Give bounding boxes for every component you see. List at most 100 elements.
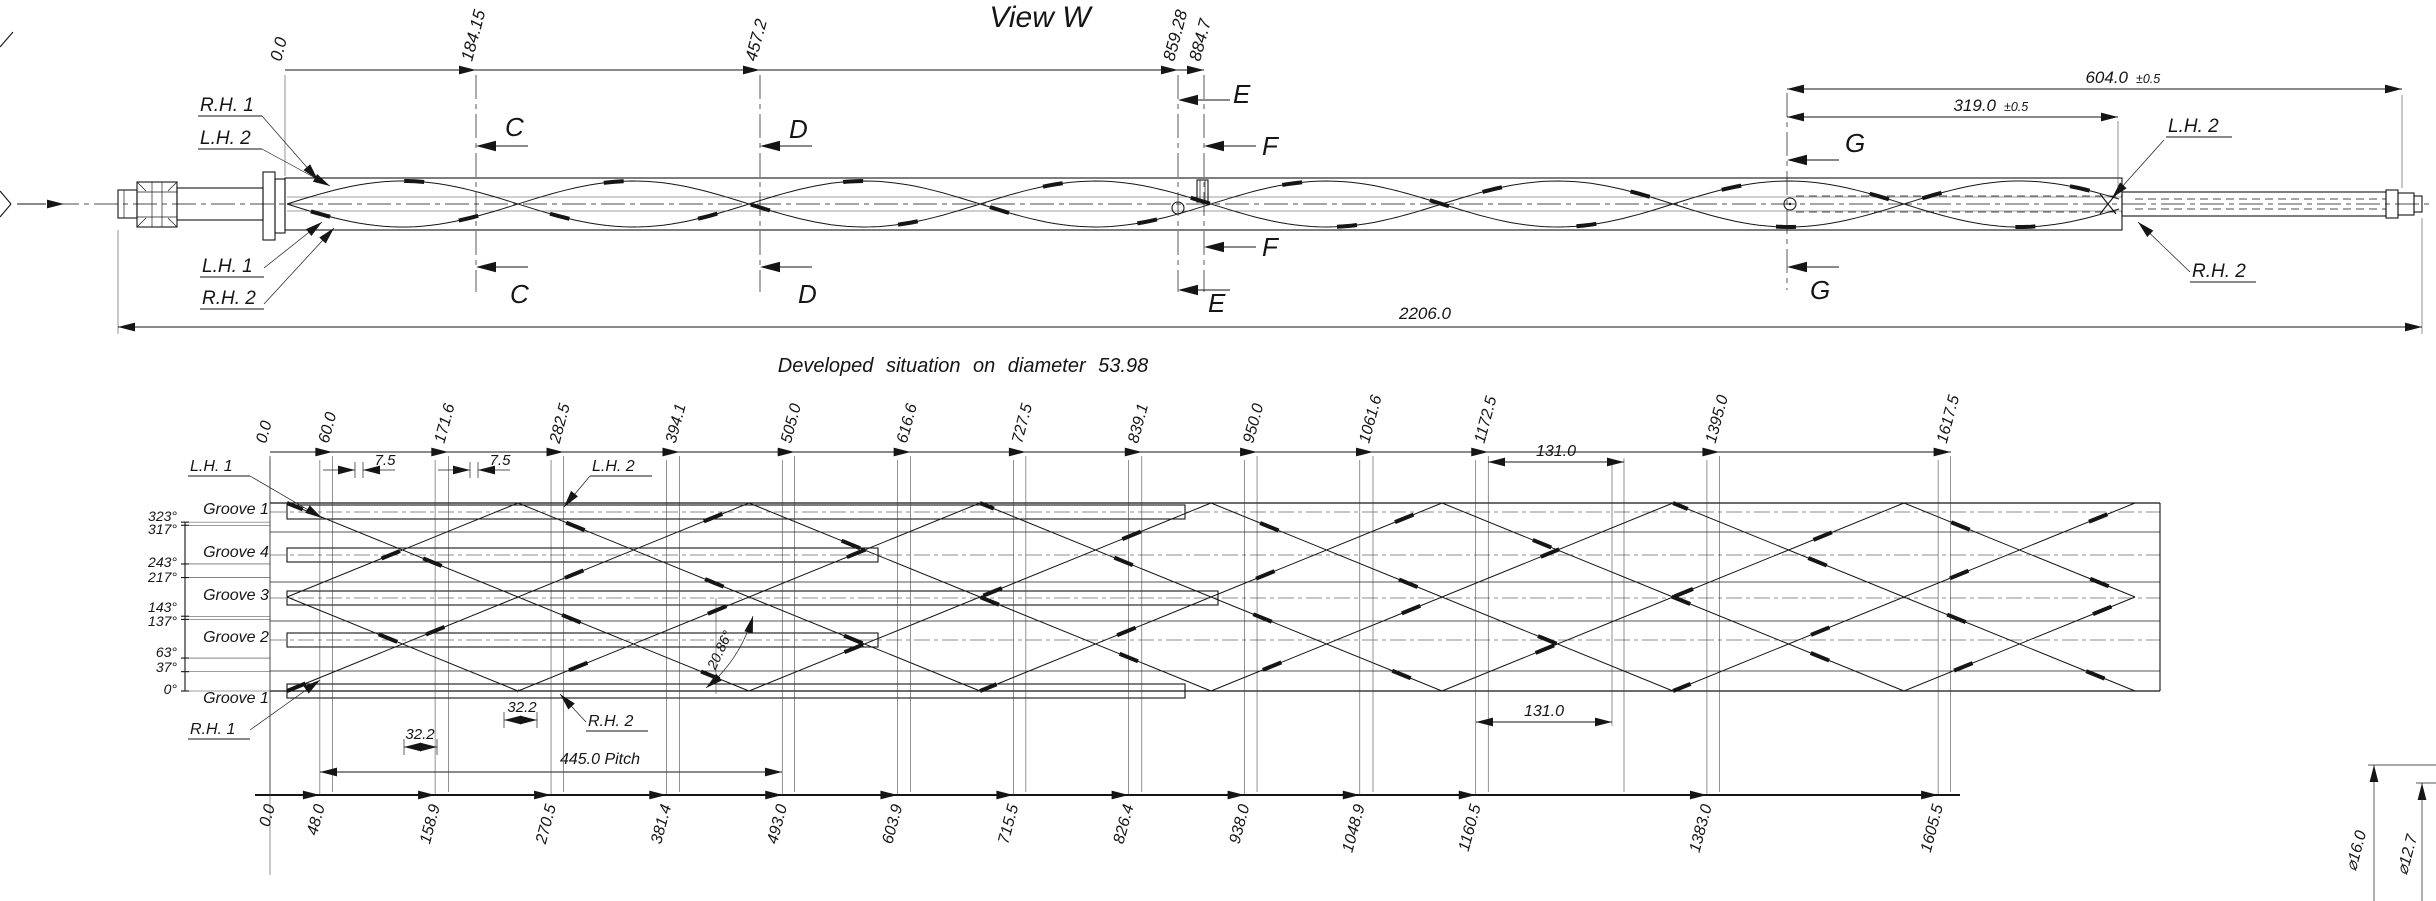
angle-label: 217° xyxy=(147,569,177,585)
helix-development-line xyxy=(286,596,519,692)
dim-604-tolerance: ±0.5 xyxy=(2136,72,2160,86)
section-letter-D: D xyxy=(789,114,808,144)
section-arrow xyxy=(476,140,496,152)
helix-development-line xyxy=(979,502,1443,692)
dim-end-arrow xyxy=(1787,84,1804,94)
dim-tick-arrow xyxy=(996,790,1014,800)
angle-label: 63° xyxy=(156,644,178,660)
dim-32-2-label: 32.2 xyxy=(405,726,435,743)
section-letter-F-bottom: F xyxy=(1262,232,1280,262)
dim-tick-arrow xyxy=(1161,65,1178,75)
dim-tick-arrow xyxy=(880,790,898,800)
helix-development-line xyxy=(286,502,750,692)
dim-end-arrow xyxy=(404,742,421,752)
groove-label: Groove 2 xyxy=(203,629,269,646)
label-right-rh2: R.H. 2 xyxy=(2192,261,2246,282)
view-w-drawing: View W xyxy=(0,1,2430,334)
dim-tick-arrow xyxy=(546,447,564,457)
dev-label-lh1: L.H. 1 xyxy=(190,458,233,475)
leader-arrow xyxy=(303,680,320,694)
groove-slot-2 xyxy=(286,632,879,648)
helix-development-line xyxy=(1210,502,1674,692)
dim-tick-arrow xyxy=(1471,447,1489,457)
dim-tick-arrow xyxy=(1933,447,1951,457)
angle-arc-arrow xyxy=(706,673,722,688)
section-arrow xyxy=(1178,94,1198,106)
dim-end-arrow xyxy=(420,742,437,752)
leader-arrow xyxy=(319,228,334,244)
dim-tick-arrow xyxy=(1921,790,1939,800)
generated-top-view xyxy=(47,65,2422,332)
dim-end-arrow xyxy=(118,322,135,332)
dim-tick-arrow xyxy=(1702,447,1720,457)
dim-outside-arrow xyxy=(478,465,495,475)
groove-label: Groove 1 xyxy=(203,501,269,518)
section-letter-E-bottom: E xyxy=(1208,288,1226,318)
dev-label-rh1: R.H. 1 xyxy=(190,721,235,738)
dev-label-rh2: R.H. 2 xyxy=(588,713,633,730)
label-rh2: R.H. 2 xyxy=(202,288,256,309)
dev-bottom-tick-label: 0.0 xyxy=(257,803,279,829)
angle-label: 37° xyxy=(156,659,178,675)
section-arrow xyxy=(476,261,496,273)
label-rh1: R.H. 1 xyxy=(200,95,254,116)
dim-tick-arrow xyxy=(649,790,667,800)
dim-end-arrow xyxy=(320,767,337,777)
leader-arrow xyxy=(312,174,330,186)
leader-arrow xyxy=(560,694,575,710)
section-letter-D-bottom: D xyxy=(798,279,817,309)
helix-development-hatch xyxy=(1903,501,2136,599)
edge-cut-letter xyxy=(0,203,12,218)
dim-tick-arrow xyxy=(1356,447,1374,457)
helix-development-line xyxy=(517,502,981,692)
dia-arrow xyxy=(2369,765,2379,782)
angle-label: 143° xyxy=(148,599,177,615)
section-arrow xyxy=(760,261,780,273)
hole-center xyxy=(1788,202,1792,206)
groove-label: Groove 1 xyxy=(203,690,269,707)
dim-end-arrow xyxy=(1476,717,1493,727)
spline-chamfer xyxy=(167,181,178,192)
dim-end-arrow xyxy=(2101,112,2118,122)
label-lh2: L.H. 2 xyxy=(200,128,251,149)
section-arrow xyxy=(1204,241,1224,253)
groove-slot-1-top xyxy=(286,504,1186,520)
dim-end-arrow xyxy=(520,715,537,725)
section-letter-E: E xyxy=(1233,79,1251,109)
dim-tick-arrow xyxy=(1342,790,1360,800)
angle-label: 243° xyxy=(147,554,177,570)
dim-tick-arrow xyxy=(418,790,436,800)
groove-slot-3 xyxy=(286,590,1219,606)
dim-tick-arrow xyxy=(431,447,449,457)
dim-tick-arrow xyxy=(765,790,783,800)
dim-end-arrow xyxy=(765,767,782,777)
dim-131-label-top: 131.0 xyxy=(1536,443,1576,460)
edge-cut-mark xyxy=(0,31,14,48)
dim-tick-arrow xyxy=(1124,447,1142,457)
angle-arc-arrow xyxy=(744,616,753,634)
helix-development-hatch xyxy=(1441,501,1905,693)
angle-label: 137° xyxy=(148,613,177,629)
dim-tick-arrow xyxy=(534,790,552,800)
dim-604-label: 604.0 xyxy=(2085,68,2128,87)
dim-tick-arrow xyxy=(315,447,333,457)
view-direction-arrowhead xyxy=(47,199,64,209)
section-letter-F: F xyxy=(1262,131,1280,161)
overall-length-label: 2206.0 xyxy=(1398,304,1452,323)
section-arrow xyxy=(1178,284,1198,296)
leader-arrow xyxy=(303,164,318,180)
pitch-label: 445.0 Pitch xyxy=(560,751,640,768)
dim-outside-arrow xyxy=(453,465,470,475)
dev-top-tick-label: 0.0 xyxy=(253,419,275,445)
leader-arrow xyxy=(305,505,322,518)
helix-development-hatch xyxy=(748,501,1212,693)
leader-arrow xyxy=(564,490,578,507)
groove-label: Groove 3 xyxy=(203,587,269,604)
angle-label: 0° xyxy=(164,681,178,697)
dim-32-2-label: 32.2 xyxy=(507,699,537,716)
dev-label-lh2: L.H. 2 xyxy=(592,458,635,475)
leader-line xyxy=(263,227,335,305)
